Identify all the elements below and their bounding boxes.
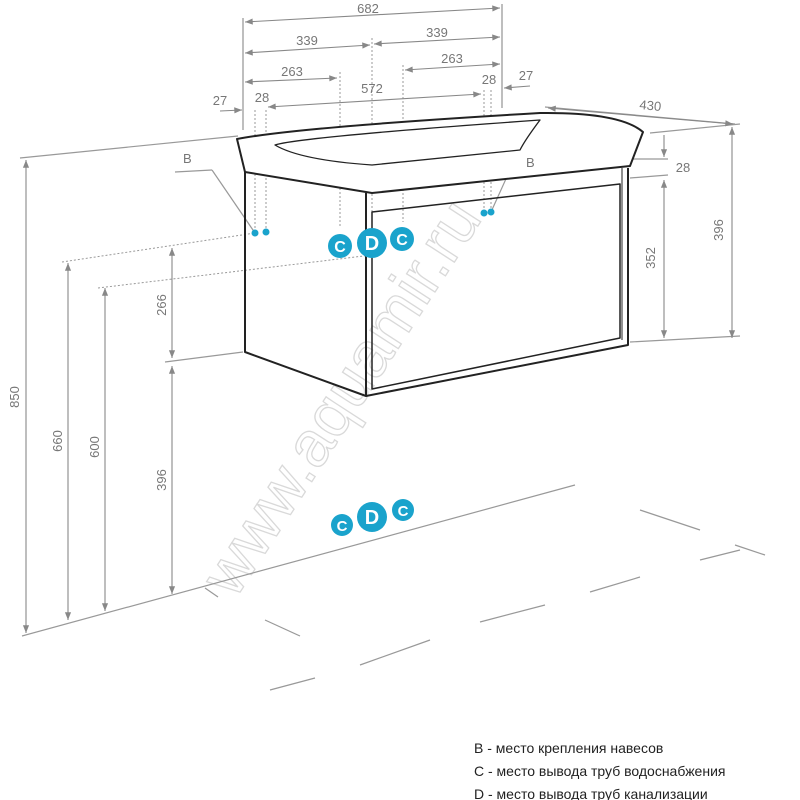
dim-600: 600	[87, 436, 102, 458]
dimension-labels: 682 339 339 263 263 572 28 28 27 27 430 …	[7, 1, 726, 491]
dim-430: 430	[639, 97, 662, 114]
dim-396-floor: 396	[154, 469, 169, 491]
dim-660: 660	[50, 430, 65, 452]
legend: B - место крепления навесов C - место вы…	[474, 737, 725, 800]
dim-263-left: 263	[281, 64, 303, 79]
dim-396-right: 396	[711, 219, 726, 241]
dim-266: 266	[154, 294, 169, 316]
marker-c-right	[392, 499, 414, 521]
dim-339-left: 339	[296, 33, 318, 48]
dim-27-right: 27	[519, 68, 533, 83]
dim-28-right: 28	[482, 72, 496, 87]
dim-28-left: 28	[255, 90, 269, 105]
marker-d	[357, 228, 387, 258]
vanity-outline	[236, 111, 644, 397]
dim-352: 352	[643, 247, 658, 269]
marker-d	[357, 502, 387, 532]
pipe-markers-floor: C D C	[331, 499, 414, 536]
dim-339-right: 339	[426, 25, 448, 40]
hanger-points	[251, 208, 495, 237]
pipe-markers-wall: C D C	[328, 227, 414, 258]
marker-c-left	[331, 514, 353, 536]
svg-text:D: D	[365, 507, 379, 529]
hanger-dot	[487, 208, 495, 216]
dim-27-left: 27	[213, 93, 227, 108]
marker-c-right	[390, 227, 414, 251]
legend-item-d: D - место вывода труб канализации	[474, 786, 708, 800]
dim-28-lip: 28	[676, 160, 690, 175]
svg-text:D: D	[365, 233, 379, 255]
label-b-left: B	[183, 151, 192, 166]
dim-850: 850	[7, 386, 22, 408]
floor-lines	[19, 106, 766, 691]
dim-572: 572	[361, 81, 383, 96]
svg-text:C: C	[398, 503, 409, 520]
svg-text:C: C	[334, 239, 346, 256]
legend-item-c: C - место вывода труб водоснабжения	[474, 763, 726, 779]
dimension-lines	[22, 4, 736, 634]
marker-c-left	[328, 234, 352, 258]
dim-263-right: 263	[441, 51, 463, 66]
hanger-dot	[480, 209, 488, 217]
svg-text:C: C	[396, 232, 408, 249]
label-b-right: B	[526, 155, 535, 170]
hanger-dot	[262, 228, 270, 236]
legend-item-b: B - место крепления навесов	[474, 740, 664, 756]
hanger-dot	[251, 229, 259, 237]
dim-682: 682	[357, 1, 379, 16]
svg-text:C: C	[337, 518, 348, 535]
